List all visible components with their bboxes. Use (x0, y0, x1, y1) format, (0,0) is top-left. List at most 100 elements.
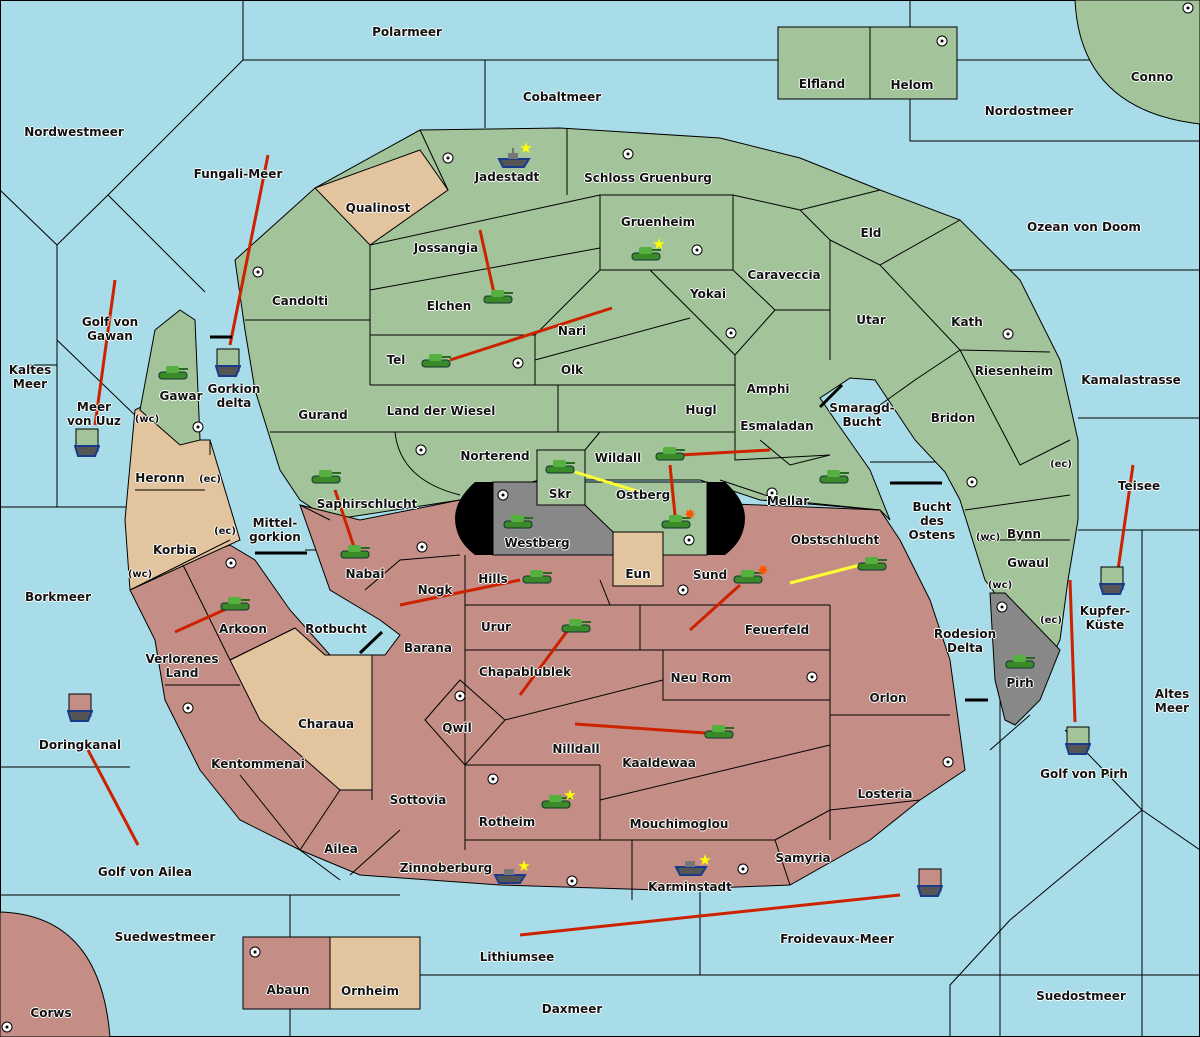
label-sea: Daxmeer (541, 1002, 603, 1016)
impassable-left (455, 482, 493, 555)
coast-label: (ec) (1050, 459, 1072, 470)
label-province: Skr (548, 487, 572, 501)
tank-icon[interactable] (560, 616, 592, 638)
supply-center-icon (942, 756, 954, 768)
star-icon: ★ (698, 851, 712, 869)
fleet-icon[interactable] (73, 428, 101, 462)
label-sea: Ozean von Doom (1027, 220, 1141, 234)
tank-icon[interactable] (660, 512, 692, 534)
fleet-icon[interactable] (493, 863, 527, 889)
label-province: Zinnoberburg (399, 861, 493, 875)
label-province: Caraveccia (747, 268, 821, 282)
tank-icon[interactable] (540, 792, 572, 814)
label-province: Olk (560, 363, 584, 377)
label-province: Abaun (266, 983, 310, 997)
label-sea: Teisee (1117, 479, 1161, 493)
label-province: Sund (692, 568, 728, 582)
tank-icon[interactable] (703, 722, 735, 744)
label-province: Gawar (159, 389, 203, 403)
label-sea: Polarmeer (372, 25, 442, 39)
label-line: des (920, 514, 944, 528)
tank-icon[interactable] (654, 444, 686, 466)
tank-icon[interactable] (502, 512, 534, 534)
label-province: Obstschlucht (790, 533, 880, 547)
ornheim (329, 936, 421, 1010)
label-sea: Suedostmeer (1036, 989, 1126, 1003)
label-province: Yokai (689, 287, 727, 301)
supply-center-icon (249, 946, 261, 958)
label-line: Delta (946, 641, 984, 655)
supply-center-icon (936, 35, 948, 47)
fleet-icon[interactable] (66, 693, 94, 727)
label-province: Sottovia (389, 793, 447, 807)
label-province: Elchen (426, 299, 472, 313)
label-line: Golf von (81, 315, 139, 329)
fleet-icon[interactable] (497, 147, 531, 173)
label-line: Gorkion (207, 382, 261, 396)
label-line: Land (165, 666, 199, 680)
coast-label: (wc) (975, 532, 1001, 543)
star-icon: ★ (519, 139, 533, 157)
tank-icon[interactable] (521, 567, 553, 589)
label-province: Pirh (1006, 676, 1034, 690)
label-province: Nabai (345, 567, 385, 581)
label-line: Kupfer- (1079, 604, 1131, 618)
supply-center-icon (454, 690, 466, 702)
label-line: Meer (1154, 701, 1190, 715)
label-sea: Golf von Pirh (1040, 767, 1128, 781)
fleet-icon[interactable] (674, 855, 708, 881)
label-sea: Rotbucht (305, 622, 367, 636)
label-province: Jossangia (413, 241, 479, 255)
label-province: Westberg (504, 536, 570, 550)
tank-icon[interactable] (339, 542, 371, 564)
label-line: gorkion (249, 530, 301, 544)
impassable-right (707, 482, 745, 555)
fleet-icon[interactable] (1098, 566, 1126, 600)
label-province: Tel (386, 353, 406, 367)
tank-icon[interactable] (1004, 652, 1036, 674)
tank-icon[interactable] (732, 567, 764, 589)
fleet-icon[interactable] (1064, 726, 1092, 760)
supply-center-icon (512, 357, 524, 369)
tank-icon[interactable] (420, 351, 452, 373)
label-province: Hills (478, 572, 508, 586)
label-sea: Mittel-gorkion (249, 516, 301, 544)
label-province: Norterend (460, 449, 530, 463)
tank-icon[interactable] (544, 457, 576, 479)
label-line: Meer (76, 400, 112, 414)
supply-center-icon (766, 487, 778, 499)
tank-icon[interactable] (818, 467, 850, 489)
fleet-icon[interactable] (214, 348, 242, 382)
tank-icon[interactable] (856, 554, 888, 576)
label-line: Verlorenes (145, 652, 219, 666)
coast-label: (ec) (1040, 615, 1062, 626)
star-icon: ★ (652, 235, 666, 253)
fleet-icon[interactable] (916, 868, 944, 902)
tank-icon[interactable] (482, 287, 514, 309)
star-icon: ★ (563, 786, 577, 804)
label-province: Bridon (930, 411, 976, 425)
label-province: Mouchimoglou (629, 817, 729, 831)
label-province: Neu Rom (670, 671, 732, 685)
label-province: Charaua (297, 717, 355, 731)
tank-icon[interactable] (310, 467, 342, 489)
label-line: Ostens (908, 528, 956, 542)
supply-center-icon (1182, 2, 1194, 14)
label-sea: Cobaltmeer (522, 90, 602, 104)
label-province: Barana (404, 641, 452, 655)
supply-center-icon (1, 1021, 13, 1033)
label-line: Kaltes (8, 363, 52, 377)
tank-icon[interactable] (219, 594, 251, 616)
label-province: Samyria (775, 851, 831, 865)
label-province: Ostberg (615, 488, 671, 502)
label-province: Chapablublek (478, 665, 572, 679)
tank-icon[interactable] (157, 363, 189, 385)
label-province: Orlon (869, 691, 907, 705)
label-line: Bucht (912, 500, 952, 514)
eun (612, 531, 664, 587)
tank-icon[interactable] (630, 244, 662, 266)
